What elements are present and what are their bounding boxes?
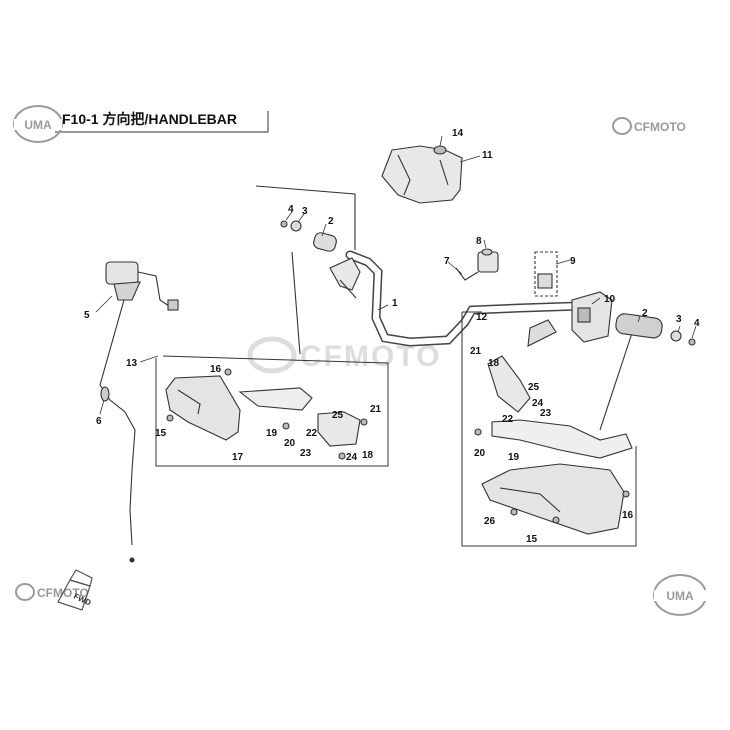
- callout-24: 24: [532, 398, 544, 409]
- callout-7: 7: [444, 256, 450, 267]
- callout-17: 17: [232, 452, 244, 463]
- leader-line: [599, 329, 634, 431]
- callout-21: 21: [470, 346, 482, 357]
- callout-4: 4: [694, 318, 700, 329]
- callout-8: 8: [476, 236, 482, 247]
- master-cylinder-part: [105, 261, 179, 311]
- callout-3: 3: [302, 206, 308, 217]
- callout-labels: 1 2 2 3 3 4 4 5 6 7 8 9 10 11 12 13 14 1…: [84, 128, 700, 545]
- callout-13: 13: [126, 358, 138, 369]
- uma-logo-top-left: UMA: [13, 105, 63, 143]
- callout-18: 18: [488, 358, 500, 369]
- left-grip-part: [313, 232, 337, 252]
- callout-15: 15: [155, 428, 167, 439]
- callout-11: 11: [482, 150, 493, 161]
- callout-22: 22: [306, 428, 318, 439]
- callout-1: 1: [392, 298, 398, 309]
- callout-22: 22: [502, 414, 514, 425]
- right-switch-housing-part: [527, 291, 613, 347]
- right-grip-part: [615, 313, 663, 339]
- callout-15: 15: [526, 534, 538, 545]
- callout-12: 12: [476, 312, 488, 323]
- callout-6: 6: [96, 416, 102, 427]
- uma-logo-text: UMA: [666, 589, 694, 603]
- sensor-part: [534, 251, 558, 297]
- callout-14: 14: [452, 128, 464, 139]
- callout-18: 18: [362, 450, 374, 461]
- throttle-cable-part: [99, 299, 136, 563]
- callout-25: 25: [528, 382, 540, 393]
- page-title: F10-1 方向把/HANDLEBAR: [62, 111, 238, 127]
- callout-24: 24: [346, 452, 358, 463]
- callout-20: 20: [474, 448, 486, 459]
- left-handguard-assembly-box: [155, 355, 389, 467]
- callout-20: 20: [284, 438, 296, 449]
- callout-19: 19: [508, 452, 520, 463]
- callout-21: 21: [370, 404, 382, 415]
- cfmoto-logo-text: CFMOTO: [634, 120, 686, 134]
- cfmoto-logo-top-right: CFMOTO: [612, 117, 686, 135]
- header: [55, 111, 269, 133]
- leader-line: [255, 185, 356, 250]
- callout-16: 16: [210, 364, 222, 375]
- handlebar-tube-part: [345, 250, 585, 347]
- callout-5: 5: [84, 310, 90, 321]
- callout-2: 2: [328, 216, 334, 227]
- callout-23: 23: [540, 408, 552, 419]
- handlebar-cover-part: [381, 145, 463, 204]
- callout-4: 4: [288, 204, 294, 215]
- callout-9: 9: [570, 256, 576, 267]
- right-switch-part: [455, 248, 499, 281]
- end-weight-part: [280, 220, 696, 346]
- left-switch-part: [329, 257, 361, 299]
- callout-26: 26: [484, 516, 496, 527]
- leader-lines: [95, 135, 697, 415]
- callout-3: 3: [676, 314, 682, 325]
- callout-10: 10: [604, 294, 616, 305]
- callout-16: 16: [622, 510, 634, 521]
- uma-logo-text: UMA: [24, 118, 52, 132]
- right-handguard-assembly-box: [461, 311, 637, 547]
- callout-19: 19: [266, 428, 278, 439]
- leader-line: [291, 251, 301, 355]
- fwd-label: FWD: [72, 592, 93, 608]
- callout-25: 25: [332, 410, 344, 421]
- callout-23: 23: [300, 448, 312, 459]
- callout-2: 2: [642, 308, 648, 319]
- uma-logo-bottom-right: UMA: [653, 574, 708, 616]
